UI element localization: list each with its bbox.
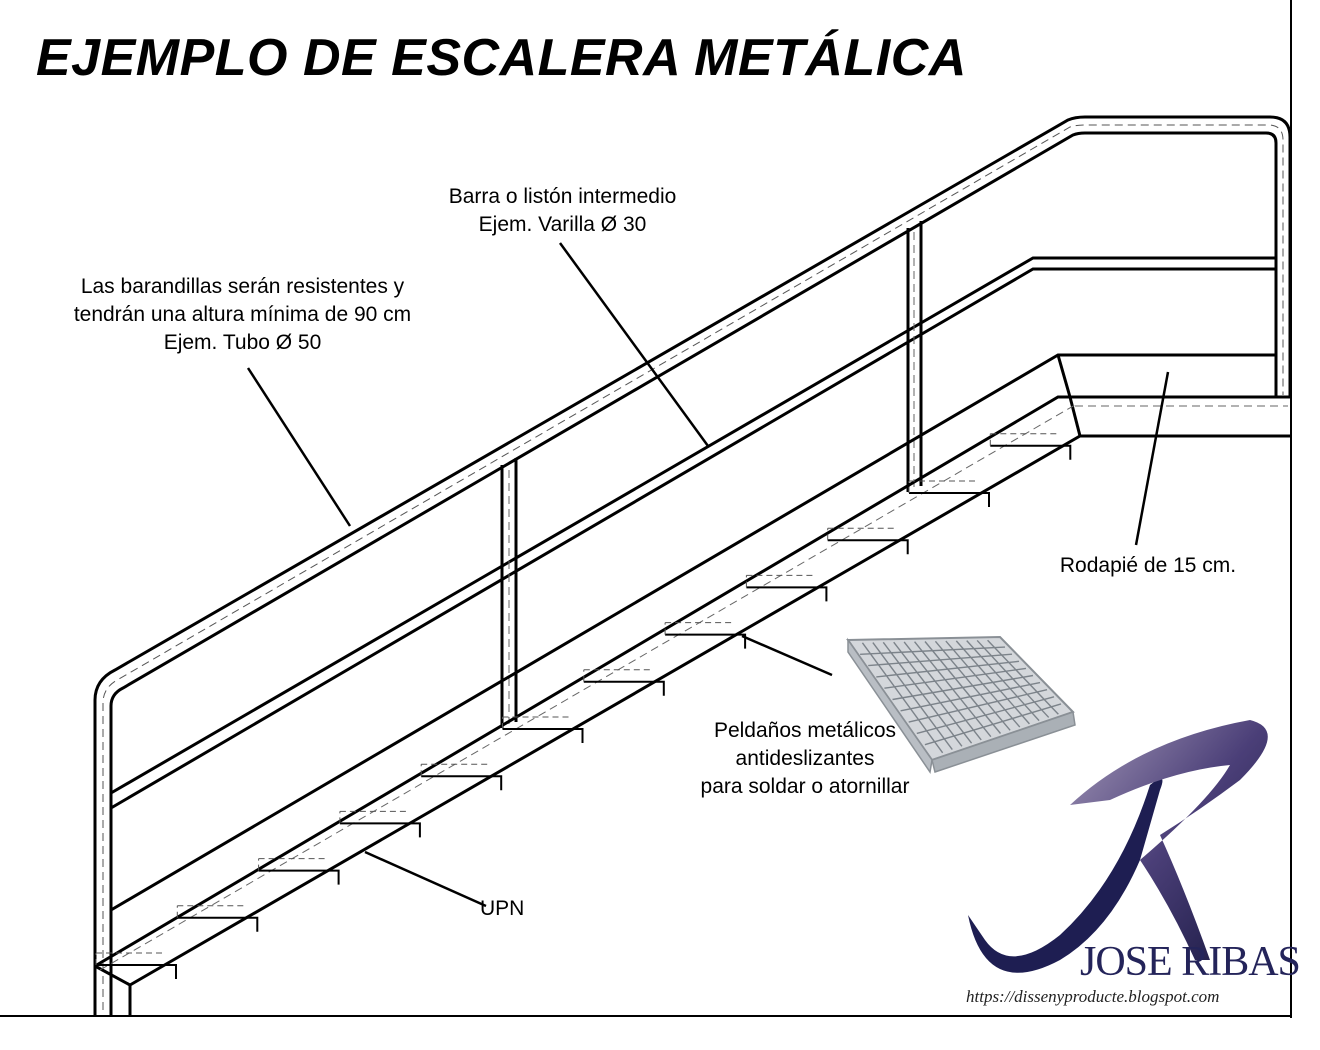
label-line: Las barandillas serán resistentes y (80, 275, 405, 298)
grating-cross-bar (868, 653, 1013, 667)
leader-lines (246, 242, 1170, 908)
step-bracket (177, 916, 259, 932)
post-centerlines (508, 232, 915, 724)
step-bracket (421, 775, 503, 791)
label-line: Peldaños metálicos (713, 719, 897, 742)
step-bracket (746, 586, 828, 602)
leader-rodapie (1134, 371, 1170, 546)
step-bracket (258, 869, 340, 885)
step-tread (827, 527, 898, 541)
step-bracket (990, 444, 1072, 460)
step-bracket (339, 822, 421, 838)
step-tread (989, 433, 1061, 446)
label-line: Ejem. Tubo Ø 50 (163, 331, 322, 354)
grating-cross-bar (892, 674, 1034, 701)
step-tread (339, 810, 410, 824)
step-bracket (827, 539, 909, 555)
grating-cross-bar (916, 696, 1055, 735)
vertical-posts (500, 221, 923, 728)
step-tread (176, 905, 248, 918)
step-brackets (96, 444, 1072, 979)
handrail-centerline (102, 124, 1284, 1010)
label-line: Barra o listón intermedio (448, 185, 677, 208)
logo-swoosh (968, 720, 1268, 973)
grating-cross-bar (900, 681, 1041, 712)
label-line: Ejem. Varilla Ø 30 (478, 213, 647, 236)
step-bracket (665, 633, 747, 649)
grating-cross-bar (908, 689, 1048, 723)
label-barandillas: Las barandillas serán resistentes y tend… (20, 273, 465, 357)
step-tread (664, 622, 736, 635)
label-upn: UPN (480, 897, 525, 920)
step-bracket (909, 492, 990, 507)
logo-name: JOSE RIBAS (1080, 939, 1301, 985)
step-tread (420, 763, 492, 777)
label-rodapie: Rodapié de 15 cm. (1059, 554, 1237, 577)
leader-upn (364, 850, 487, 908)
step-tread (502, 716, 573, 729)
step-tread (745, 574, 817, 588)
step-bracket (583, 680, 665, 696)
step-tread (583, 669, 654, 682)
grating-cross-bar (876, 660, 1020, 678)
step-tread (908, 480, 979, 493)
grating-step-image (846, 635, 1076, 774)
leader-barandillas (246, 367, 352, 527)
step-treads-dashed (95, 433, 1061, 965)
step-tread (95, 952, 166, 965)
step-bracket (96, 964, 177, 979)
label-line: para soldar o atornillar (700, 775, 910, 798)
logo-url[interactable]: https://dissenyproducte.blogspot.com (966, 987, 1220, 1006)
label-line: tendrán una altura mínima de 90 cm (73, 303, 412, 326)
leader-peldanos (741, 634, 833, 677)
label-barra-intermedia: Barra o listón intermedio Ejem. Varilla … (400, 183, 725, 239)
leader-barra (558, 242, 710, 447)
label-peldanos: Peldaños metálicos antideslizantes para … (660, 717, 950, 801)
grating-cross-bar (884, 667, 1027, 689)
step-tread (258, 858, 329, 871)
step-bracket (502, 728, 584, 743)
grating-cross-bar (924, 703, 1062, 746)
kickboard-stringer (94, 353, 1290, 1016)
stringer-centerline (99, 404, 1076, 971)
label-line: antideslizantes (735, 747, 875, 770)
handrail-tube (93, 115, 1292, 1016)
grating-cross-bar (860, 646, 1006, 655)
page-title: EJEMPLO DE ESCALERA METÁLICA (36, 29, 967, 87)
intermediate-rail (110, 256, 1276, 810)
